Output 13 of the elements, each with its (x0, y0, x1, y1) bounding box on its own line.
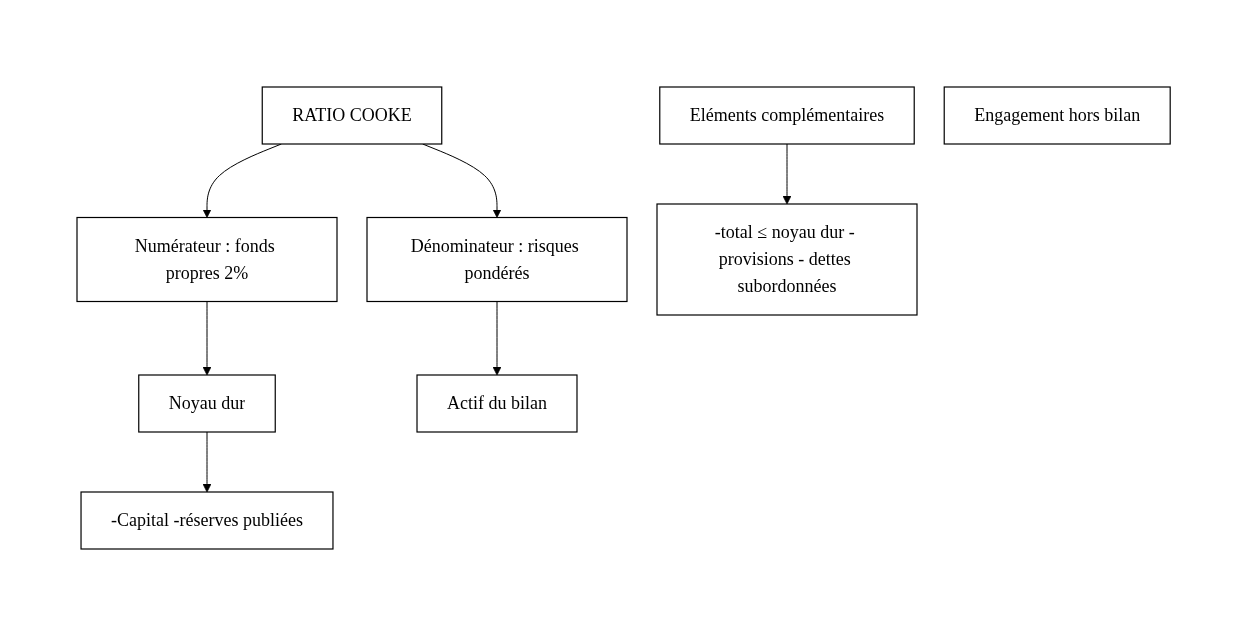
node-box: -Capital -réserves publiées (80, 491, 334, 550)
node-box: Dénominateur : risques pondérés (366, 216, 628, 303)
node-box: Eléments complémentaires (659, 86, 916, 145)
arrow (203, 301, 212, 376)
node-box: Numérateur : fonds propres 2% (76, 216, 338, 303)
arrow (203, 431, 212, 493)
arrow (493, 301, 502, 376)
node-box: Actif du bilan (416, 374, 578, 433)
node-box: RATIO COOKE (262, 86, 443, 145)
node-box: Noyau dur (138, 374, 277, 433)
node-box: -total ≤ noyau dur - provisions - dettes subordonnées (656, 203, 918, 316)
node-box: Engagement hors bilan (944, 86, 1172, 145)
arrow (783, 143, 792, 205)
